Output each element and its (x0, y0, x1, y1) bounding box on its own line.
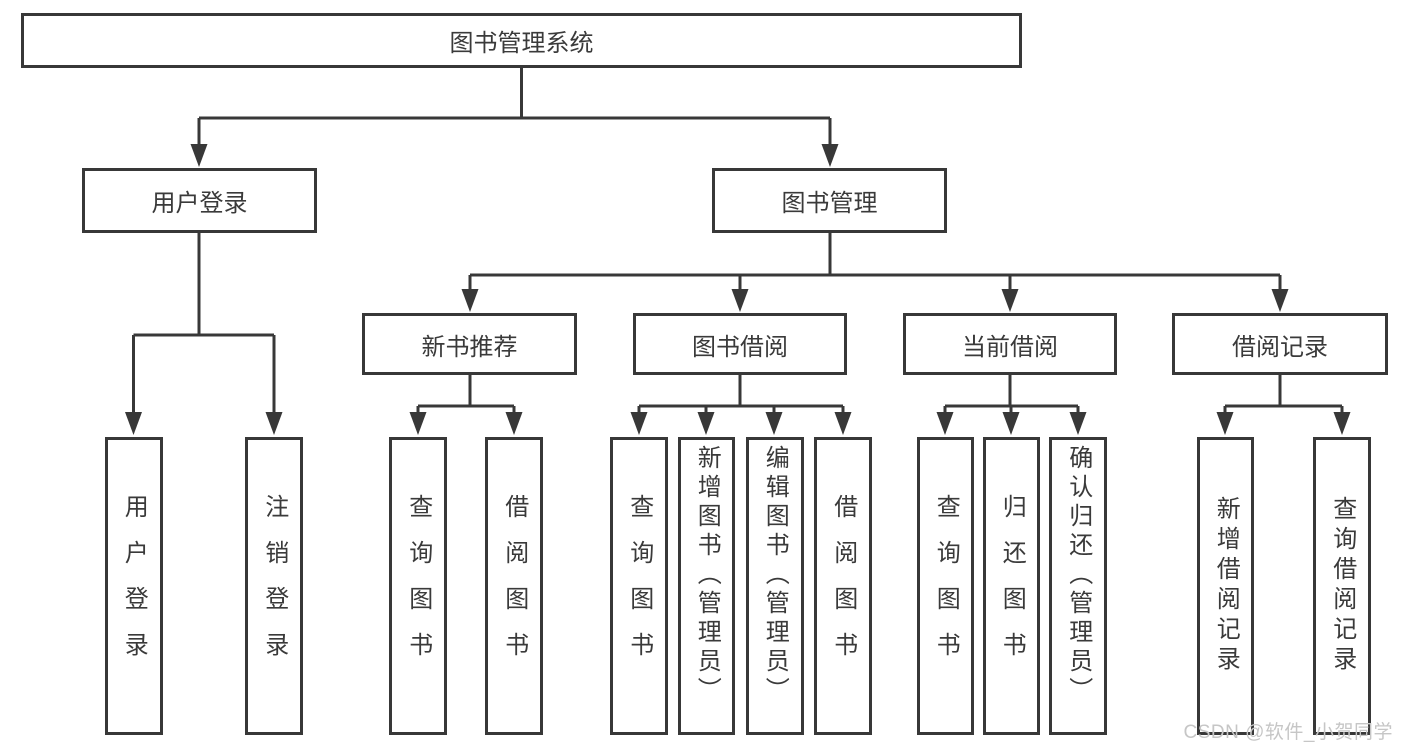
node-book-management: 图书管理 (712, 168, 947, 233)
node-label: 用户登录 (120, 494, 148, 678)
leaf-add-books-admin: 新增图书（管理员） (678, 437, 735, 735)
leaf-add-borrow-record: 新增借阅记录 (1197, 437, 1254, 735)
leaf-query-books-recommend: 查询图书 (389, 437, 447, 735)
leaf-confirm-return-admin: 确认归还（管理员） (1049, 437, 1107, 735)
csdn-watermark: CSDN @软件_小贺同学 (1183, 722, 1393, 743)
leaf-user-login: 用户登录 (104, 437, 163, 735)
node-label: 新书推荐 (421, 333, 518, 361)
node-new-book-recommend: 新书推荐 (362, 313, 577, 375)
leaf-borrow-books-recommend: 借阅图书 (485, 437, 543, 735)
node-label: 注销登录 (260, 494, 288, 678)
node-label: 借阅图书 (829, 494, 857, 678)
leaf-query-borrow-record: 查询借阅记录 (1313, 437, 1371, 735)
node-book-borrow: 图书借阅 (633, 313, 847, 375)
node-label: 当前借阅 (962, 333, 1058, 361)
leaf-query-books-borrow: 查询图书 (610, 437, 668, 735)
node-user-login: 用户登录 (82, 168, 317, 233)
node-label: 查询借阅记录 (1328, 496, 1356, 676)
leaf-logout: 注销登录 (245, 437, 303, 735)
node-current-borrow: 当前借阅 (903, 313, 1117, 375)
node-label: 图书借阅 (692, 333, 788, 361)
node-borrow-records: 借阅记录 (1172, 313, 1388, 375)
node-label: 新增借阅记录 (1212, 496, 1240, 676)
node-label: 确认归还（管理员） (1064, 445, 1092, 706)
node-label: 图书管理系统 (449, 30, 594, 57)
leaf-edit-books-admin: 编辑图书（管理员） (745, 437, 804, 735)
node-label: 查询图书 (932, 494, 960, 678)
node-label: 图书管理 (781, 190, 878, 217)
arrowheads (125, 144, 1351, 435)
node-library-management-system: 图书管理系统 (21, 13, 1022, 68)
node-label: 编辑图书（管理员） (761, 445, 789, 706)
node-label: 新增图书（管理员） (693, 445, 721, 706)
leaf-query-books-current: 查询图书 (917, 437, 974, 735)
node-label: 借阅图书 (500, 494, 528, 678)
node-label: 借阅记录 (1232, 333, 1328, 361)
leaf-borrow-books: 借阅图书 (814, 437, 872, 735)
node-label: 归还图书 (998, 494, 1026, 678)
node-label: 查询图书 (625, 494, 653, 678)
node-label: 查询图书 (404, 494, 432, 678)
leaf-return-books: 归还图书 (983, 437, 1040, 735)
node-label: 用户登录 (151, 190, 248, 217)
